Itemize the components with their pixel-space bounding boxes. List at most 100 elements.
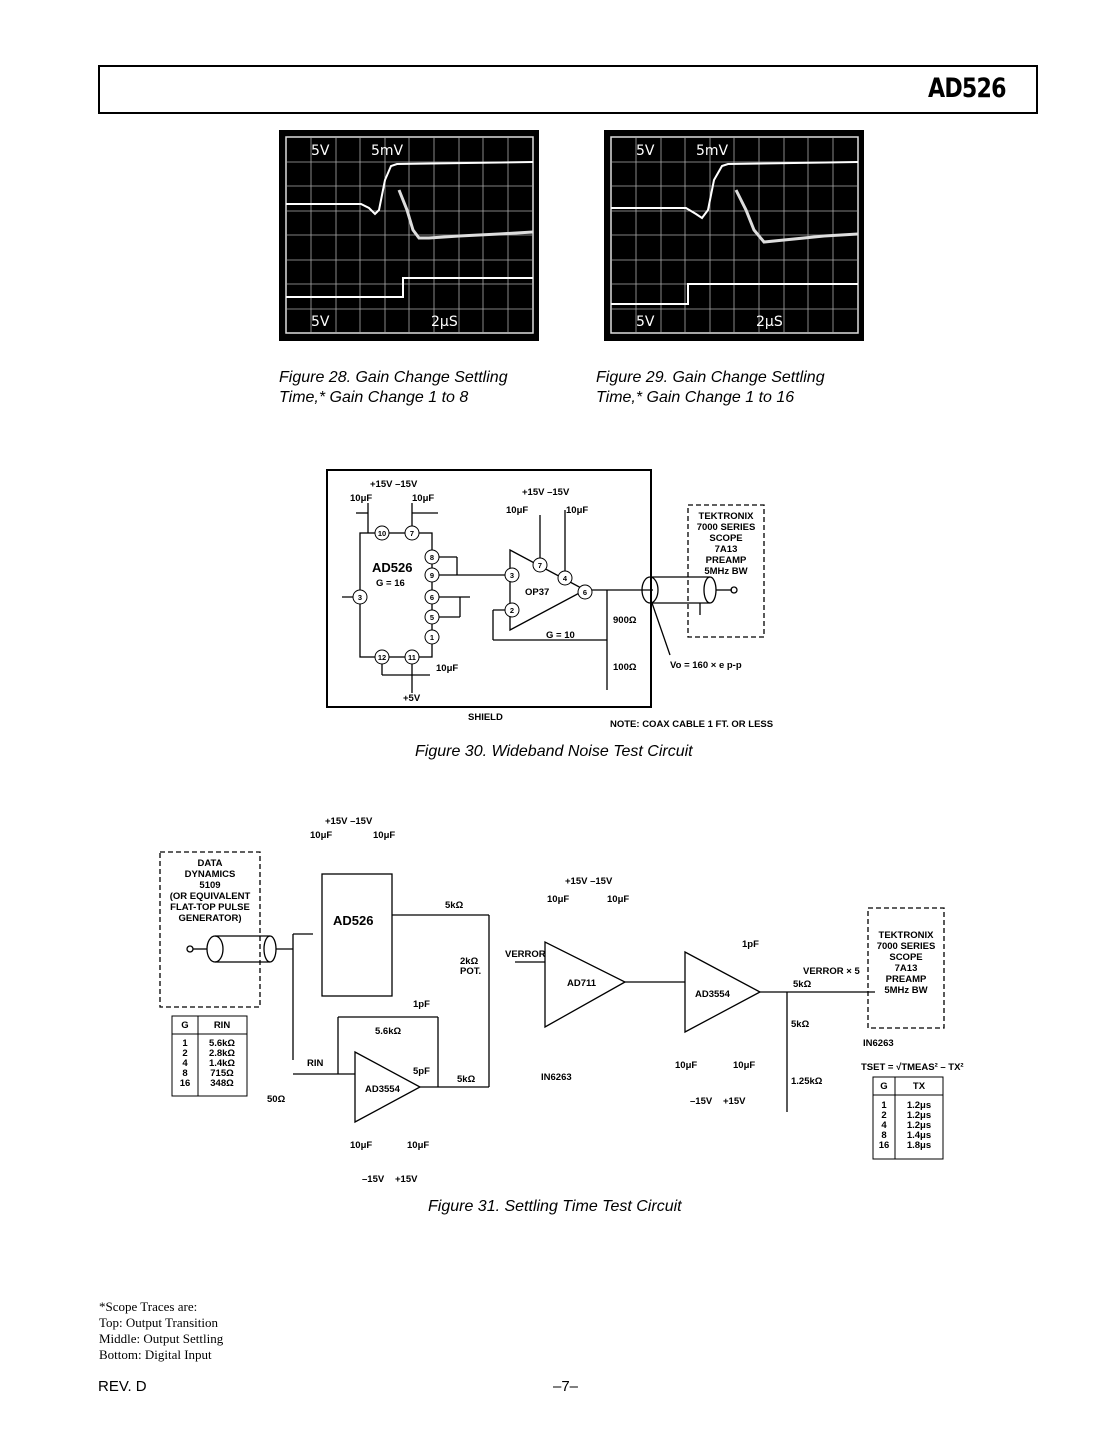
opamp2-label: AD3554 [695, 989, 731, 1000]
svg-text:DYNAMICS: DYNAMICS [185, 869, 236, 880]
header-box: AD526 [98, 65, 1038, 114]
svg-text:2: 2 [510, 606, 514, 615]
svg-text:5kΩ: 5kΩ [793, 979, 812, 990]
svg-text:10μF: 10μF [412, 493, 434, 504]
svg-text:1: 1 [430, 633, 434, 642]
svg-text:1: 1 [881, 1100, 887, 1111]
svg-text:8: 8 [430, 553, 434, 562]
opamp1-label: AD711 [567, 978, 597, 989]
opamp-label: OP37 [525, 587, 549, 598]
scope-label: 5Ⅴ [636, 314, 655, 330]
svg-text:GENERATOR): GENERATOR) [179, 913, 242, 924]
figure30-caption: Figure 30. Wideband Noise Test Circuit [415, 743, 693, 760]
figure29-scope-photo: 5V 5mV 5Ⅴ 2μS [604, 130, 864, 341]
svg-text:7000 SERIES: 7000 SERIES [877, 941, 936, 952]
svg-text:+15V –15V: +15V –15V [565, 876, 613, 887]
svg-text:+15V: +15V [395, 1174, 418, 1185]
scope-label: 5Ⅴ [311, 314, 330, 330]
svg-text:715Ω: 715Ω [210, 1068, 234, 1079]
svg-text:1.8μs: 1.8μs [907, 1140, 931, 1151]
svg-text:2kΩ: 2kΩ [460, 956, 479, 967]
svg-text:10μF: 10μF [310, 830, 332, 841]
svg-text:1pF: 1pF [413, 999, 430, 1010]
svg-text:+15V –15V: +15V –15V [325, 816, 373, 827]
svg-text:+15V –15V: +15V –15V [370, 479, 418, 490]
svg-text:NOTE: COAX CABLE 1 FT. OR LESS: NOTE: COAX CABLE 1 FT. OR LESS [610, 719, 773, 730]
svg-text:10μF: 10μF [350, 493, 372, 504]
svg-text:+15V: +15V [723, 1096, 746, 1107]
svg-text:TX: TX [913, 1081, 926, 1092]
tx-table: G TX 1 2 4 8 16 1.2μs 1.2μs 1.2μs 1.4μs … [872, 1076, 944, 1160]
svg-text:8: 8 [182, 1068, 187, 1079]
svg-text:1.2μs: 1.2μs [907, 1120, 931, 1131]
svg-text:10μF: 10μF [407, 1140, 429, 1151]
svg-text:4: 4 [182, 1058, 188, 1069]
svg-text:RIN: RIN [307, 1058, 324, 1069]
svg-text:IN6263: IN6263 [863, 1038, 894, 1049]
svg-text:4: 4 [881, 1120, 887, 1131]
svg-text:G: G [181, 1020, 188, 1031]
svg-text:TSET = √TMEAS² – TX²: TSET = √TMEAS² – TX² [861, 1062, 964, 1073]
svg-text:10: 10 [378, 529, 386, 538]
svg-text:10μF: 10μF [373, 830, 395, 841]
svg-text:12: 12 [378, 653, 386, 662]
svg-text:Vo = 160 × e p-p: Vo = 160 × e p-p [670, 660, 742, 671]
svg-text:5pF: 5pF [413, 1066, 430, 1077]
figure29-caption: Figure 29. Gain Change Settling Time,* G… [596, 369, 825, 406]
scope-label: 2μS [431, 314, 458, 330]
svg-text:DATA: DATA [198, 858, 223, 869]
svg-text:TEKTRONIX: TEKTRONIX [699, 511, 755, 522]
svg-text:3: 3 [510, 571, 514, 580]
svg-text:2: 2 [881, 1110, 886, 1121]
scope-label: 5V [311, 143, 330, 159]
svg-text:TEKTRONIX: TEKTRONIX [879, 930, 935, 941]
svg-text:1.25kΩ: 1.25kΩ [791, 1076, 823, 1087]
figure28-caption: Figure 28. Gain Change Settling Time,* G… [279, 369, 508, 406]
svg-text:5kΩ: 5kΩ [445, 900, 464, 911]
svg-text:PREAMP: PREAMP [886, 974, 927, 985]
svg-text:10μF: 10μF [675, 1060, 697, 1071]
svg-text:SCOPE: SCOPE [709, 533, 742, 544]
svg-text:G = 10: G = 10 [546, 630, 575, 641]
rin-table: G RIN 1 2 4 8 16 5.6kΩ 2.8kΩ 1.4kΩ 715Ω … [171, 1015, 248, 1097]
svg-text:1.2μs: 1.2μs [907, 1100, 931, 1111]
svg-text:IN6263: IN6263 [541, 1072, 572, 1083]
svg-text:10μF: 10μF [733, 1060, 755, 1071]
svg-text:10μF: 10μF [607, 894, 629, 905]
svg-text:1.2μs: 1.2μs [907, 1110, 931, 1121]
svg-text:1.4μs: 1.4μs [907, 1130, 931, 1141]
scope-label: 5V [636, 143, 655, 159]
svg-text:7000 SERIES: 7000 SERIES [697, 522, 756, 533]
opamp3-label: AD3554 [365, 1084, 401, 1095]
svg-text:5.6kΩ: 5.6kΩ [375, 1026, 401, 1037]
svg-text:6: 6 [430, 593, 434, 602]
svg-text:2.8kΩ: 2.8kΩ [209, 1048, 235, 1059]
chip-label: AD526 [372, 560, 412, 575]
scope-label: 5mV [696, 143, 729, 159]
revision: REV. D [98, 1378, 147, 1395]
svg-text:VERROR: VERROR [505, 949, 546, 960]
svg-text:9: 9 [430, 571, 434, 580]
svg-text:50Ω: 50Ω [267, 1094, 286, 1105]
svg-text:+5V: +5V [403, 693, 421, 704]
svg-text:8: 8 [881, 1130, 886, 1141]
svg-text:–15V: –15V [362, 1174, 385, 1185]
svg-text:1: 1 [182, 1038, 188, 1049]
svg-text:100Ω: 100Ω [613, 662, 637, 673]
svg-text:11: 11 [408, 653, 416, 662]
scope-label: 5mV [371, 143, 404, 159]
svg-text:10μF: 10μF [566, 505, 588, 516]
page-number: –7– [553, 1378, 579, 1395]
svg-text:POT.: POT. [460, 966, 481, 977]
svg-text:5kΩ: 5kΩ [791, 1019, 810, 1030]
part-number: AD526 [928, 73, 1006, 104]
svg-text:5.6kΩ: 5.6kΩ [209, 1038, 235, 1049]
svg-text:10μF: 10μF [506, 505, 528, 516]
figure28-scope-photo: 5V 5mV 5Ⅴ 2μS [279, 130, 539, 341]
svg-text:RIN: RIN [214, 1020, 231, 1031]
svg-text:4: 4 [563, 574, 568, 583]
svg-text:10μF: 10μF [436, 663, 458, 674]
figure30-schematic: +15V –15V 10μF 10μF +15V –15V 10μF 10μF … [326, 469, 773, 730]
svg-text:5kΩ: 5kΩ [457, 1074, 476, 1085]
svg-text:1.4kΩ: 1.4kΩ [209, 1058, 235, 1069]
